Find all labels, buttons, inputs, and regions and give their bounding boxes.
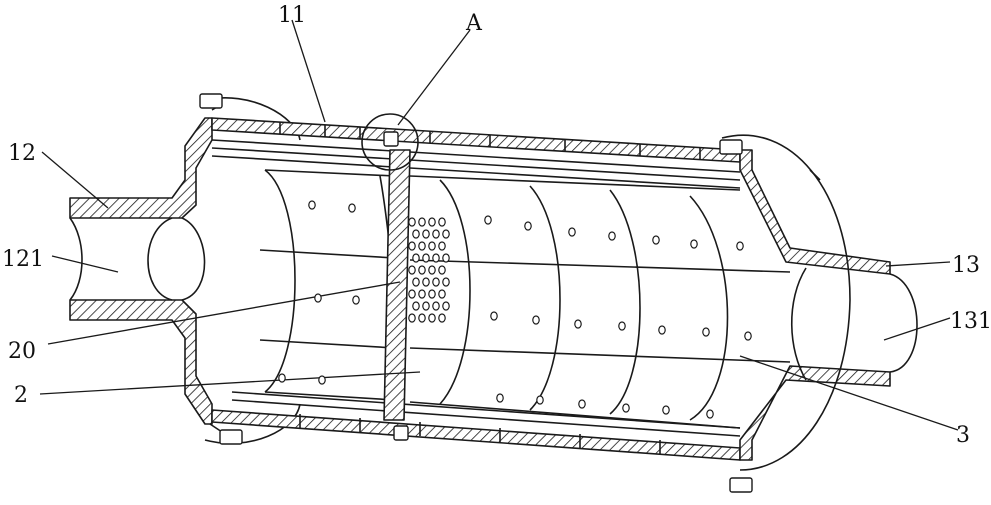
hole-icon — [408, 265, 416, 275]
label-11: 11 — [278, 3, 306, 28]
label-2: 2 — [14, 383, 28, 408]
hole-icon — [318, 375, 326, 385]
hole-icon — [736, 241, 744, 251]
hole-icon — [568, 227, 576, 237]
inner-drum — [259, 169, 396, 401]
hole-icon — [352, 295, 360, 305]
hole-icon — [422, 229, 430, 239]
hole-icon — [428, 265, 436, 275]
hole-icon — [412, 229, 420, 239]
hole-icon — [524, 221, 532, 231]
label-13: 13 — [952, 253, 980, 278]
hole-icon — [422, 301, 430, 311]
bolt-icon — [219, 429, 243, 445]
hole-icon — [412, 277, 420, 287]
hole-icon — [652, 235, 660, 245]
hole-icon — [484, 215, 492, 225]
hole-icon — [422, 277, 430, 287]
partition-plate — [361, 113, 419, 421]
bolt-icon — [383, 131, 399, 147]
label-121: 121 — [2, 247, 44, 272]
label-20: 20 — [8, 339, 36, 364]
label-131: 131 — [950, 309, 991, 334]
hole-icon — [428, 241, 436, 251]
hole-icon — [308, 200, 316, 210]
bolt-icon — [719, 139, 743, 155]
hole-icon — [442, 301, 450, 311]
hole-icon — [442, 277, 450, 287]
bolt-icon — [729, 477, 753, 493]
hole-icon — [532, 315, 540, 325]
left-flange — [204, 97, 301, 445]
hole-icon — [438, 241, 446, 251]
hole-icon — [348, 203, 356, 213]
hole-icon — [422, 253, 430, 263]
perforation-holes — [278, 200, 752, 419]
inlet-pipe — [69, 117, 213, 425]
hole-icon — [432, 301, 440, 311]
hole-icon — [662, 405, 670, 415]
hole-icon — [418, 241, 426, 251]
hole-icon — [278, 373, 286, 383]
hole-icon — [490, 311, 498, 321]
hole-icon — [418, 313, 426, 323]
hole-icon — [622, 403, 630, 413]
hole-icon — [418, 217, 426, 227]
bolts — [199, 93, 753, 493]
outer-shell-top — [211, 117, 741, 189]
hole-icon — [690, 239, 698, 249]
inner-drum-right — [409, 175, 791, 429]
hole-icon — [412, 253, 420, 263]
label-3: 3 — [956, 423, 970, 448]
hole-icon — [618, 321, 626, 331]
label-a: A — [465, 11, 483, 36]
hole-icon — [408, 217, 416, 227]
hole-icon — [408, 313, 416, 323]
hole-icon — [428, 313, 436, 323]
hole-icon — [702, 327, 710, 337]
hole-icon — [408, 241, 416, 251]
hole-icon — [744, 331, 752, 341]
hole-icon — [314, 293, 322, 303]
hole-icon — [438, 217, 446, 227]
hole-icon — [658, 325, 666, 335]
bolt-icon — [199, 93, 223, 109]
hole-icon — [496, 393, 504, 403]
hole-icon — [442, 253, 450, 263]
hole-icon — [574, 319, 582, 329]
hole-icon — [408, 289, 416, 299]
bolt-icon — [393, 425, 409, 441]
hole-icon — [428, 289, 436, 299]
hole-icon — [428, 217, 436, 227]
hole-icon — [432, 229, 440, 239]
outlet-section — [721, 134, 918, 471]
leader-lines — [39, 19, 959, 431]
hole-icon — [438, 313, 446, 323]
hole-icon — [412, 301, 420, 311]
hole-icon — [438, 289, 446, 299]
hole-icon — [578, 399, 586, 409]
hole-icon — [706, 409, 714, 419]
detail-circle-a — [361, 113, 419, 171]
hole-icon — [432, 253, 440, 263]
hole-icon — [442, 229, 450, 239]
outer-shell-bottom — [211, 391, 741, 461]
hole-icon — [418, 289, 426, 299]
hole-icon — [432, 277, 440, 287]
hole-icon — [438, 265, 446, 275]
label-12: 12 — [8, 141, 36, 166]
hole-icon — [608, 231, 616, 241]
hole-icon — [536, 395, 544, 405]
hole-icon — [418, 265, 426, 275]
